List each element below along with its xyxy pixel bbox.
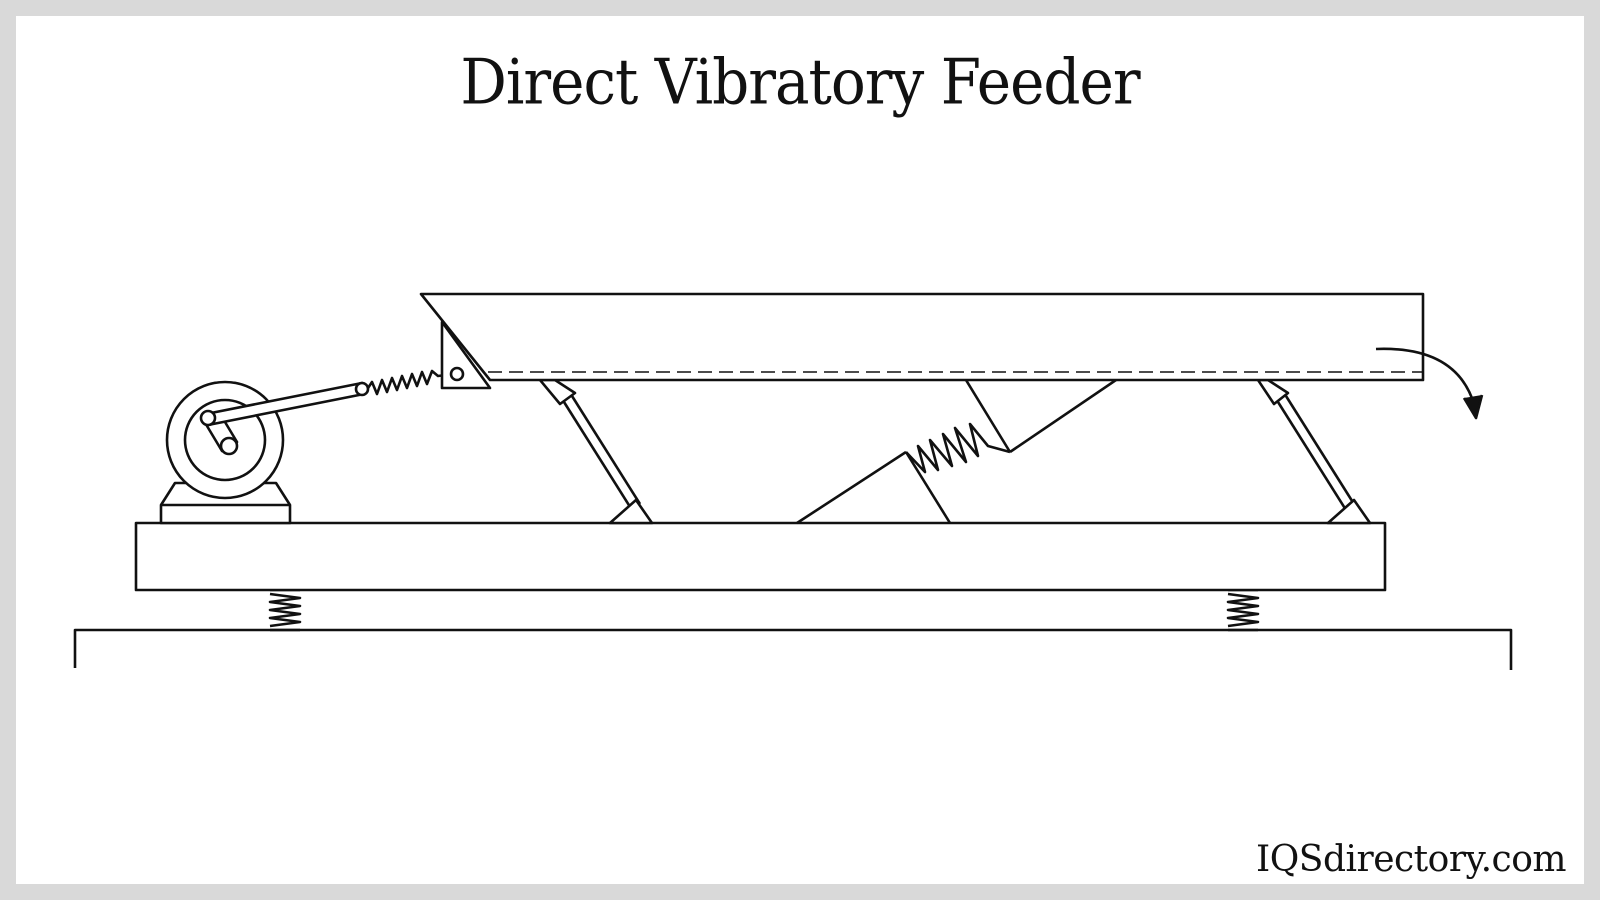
drive-spring <box>366 369 447 396</box>
feeder-trough <box>419 292 1425 382</box>
ground-line <box>73 628 1513 670</box>
crank-pin <box>199 409 217 427</box>
base-frame <box>134 521 1387 592</box>
diagram-title: Direct Vibratory Feeder <box>460 45 1140 119</box>
base-spring-left <box>268 588 302 632</box>
discharge-arrow-curve <box>1375 347 1476 405</box>
rod-end-pin <box>354 381 370 397</box>
discharge-arrow-head <box>1462 394 1484 420</box>
support-link-left <box>538 378 654 525</box>
watermark: IQSdirectory.com <box>1256 839 1566 880</box>
base-spring-right <box>1226 588 1260 632</box>
resonance-spring-assembly <box>796 378 1117 525</box>
resonance-spring-coil <box>905 422 1011 474</box>
bracket-pin <box>449 366 465 382</box>
motor-inner-circle <box>183 398 267 482</box>
support-link-right <box>1256 378 1372 525</box>
